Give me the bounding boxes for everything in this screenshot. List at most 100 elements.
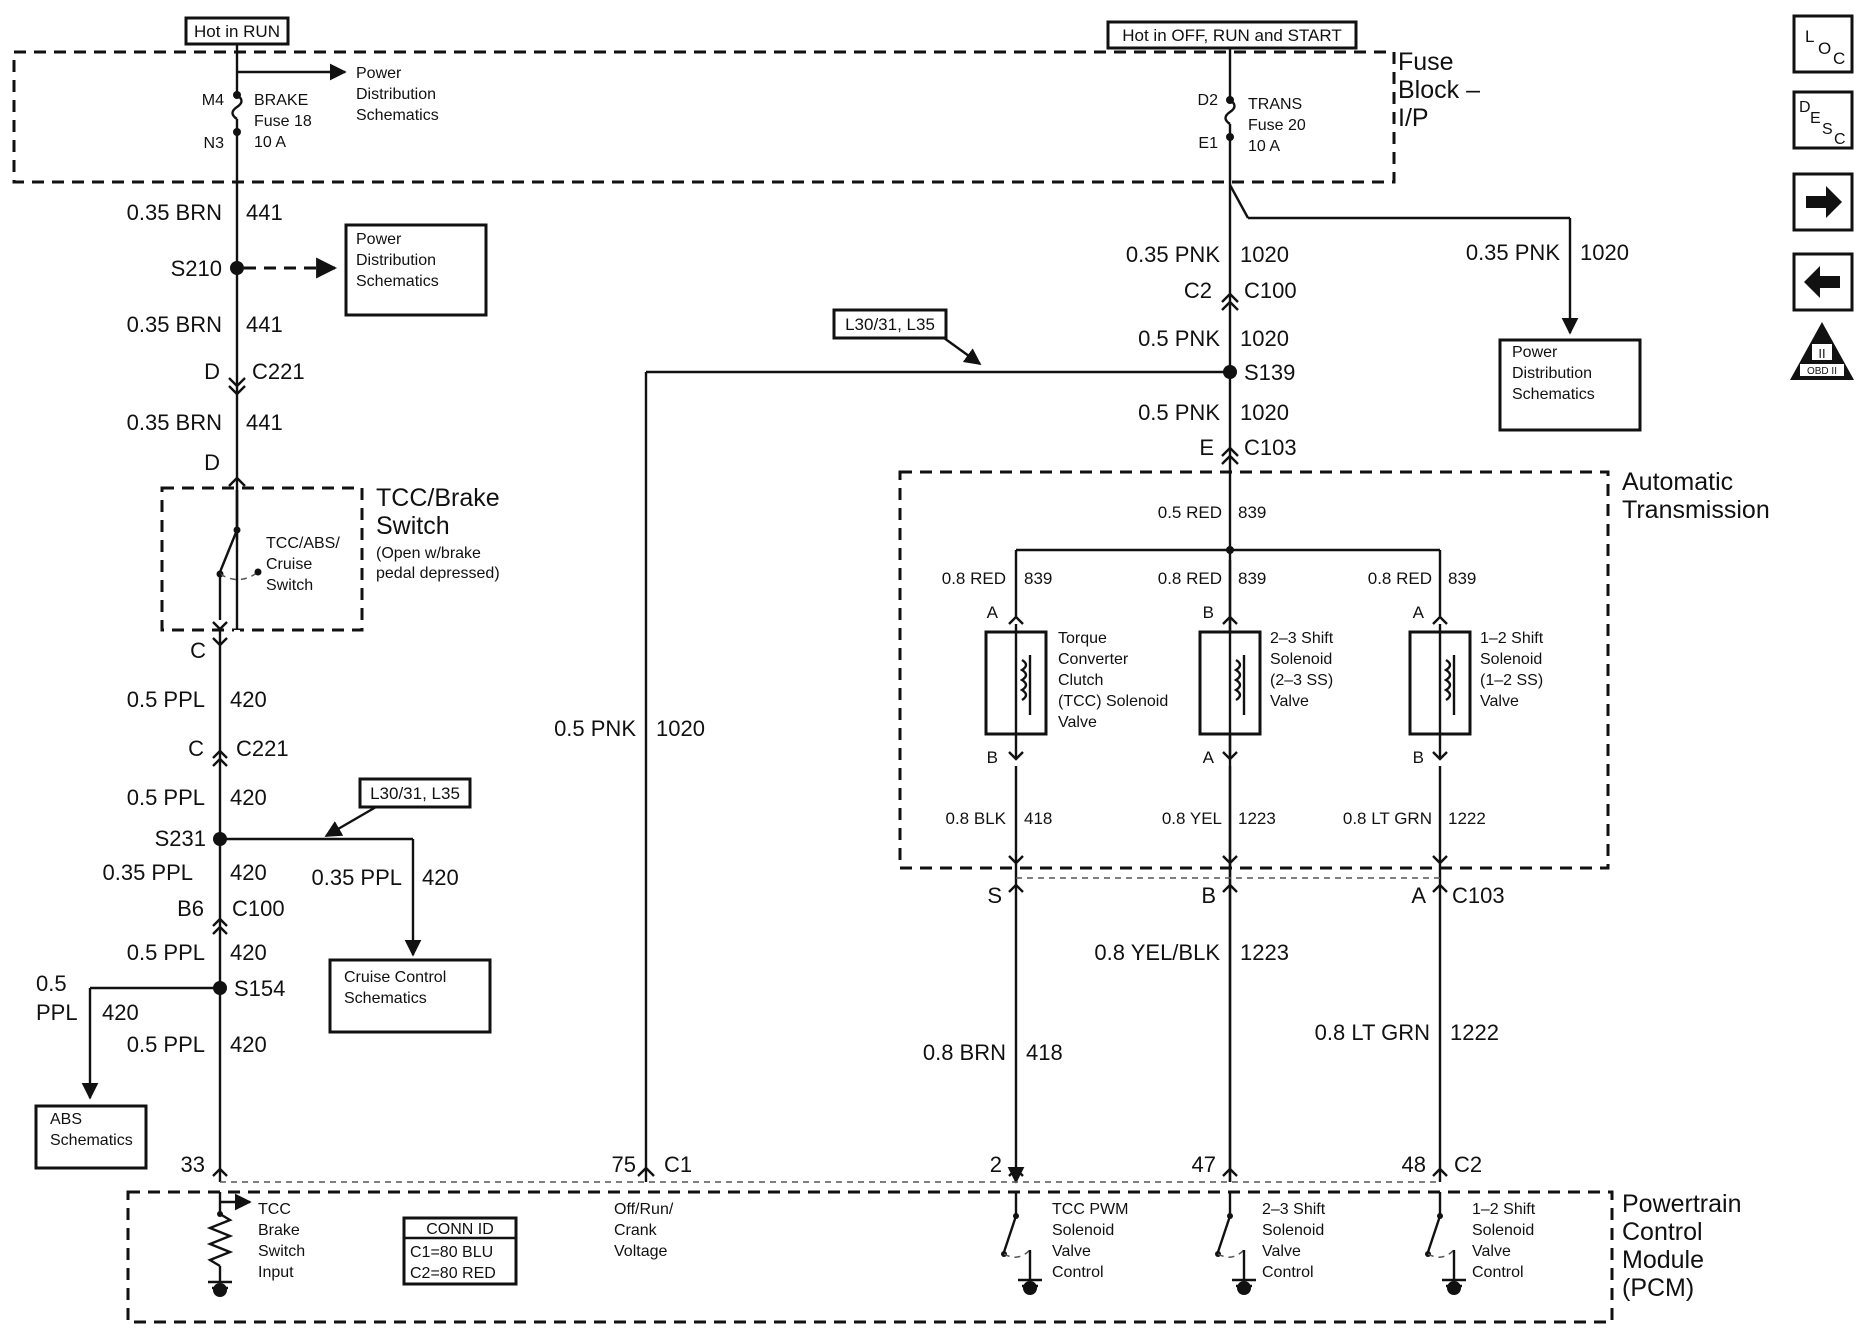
circuit-number: 441 (246, 410, 283, 435)
fuse-block-title-3: I/P (1398, 104, 1429, 132)
splice-label: S154 (234, 976, 285, 1001)
pin-label: A (1203, 748, 1215, 767)
obd-ii-icon[interactable]: II OBD II (1790, 322, 1854, 380)
trans-fuse-amps: 10 A (1248, 138, 1280, 155)
pcm-output-text: Valve (1052, 1243, 1091, 1260)
pcm-output-text: Control (1052, 1264, 1104, 1281)
solenoid-text: Solenoid (1480, 651, 1542, 668)
circuit-number: 1020 (656, 716, 705, 741)
pin-label: E (1199, 435, 1214, 460)
ss23-driver (1215, 1192, 1256, 1295)
pcm-output-text: Solenoid (1472, 1222, 1534, 1239)
circuit-number: 420 (102, 1000, 139, 1025)
wire-label: 0.8 LT GRN (1315, 1020, 1430, 1045)
pcm-input-text: Switch (258, 1243, 305, 1260)
switch-inner-label: Switch (266, 577, 313, 594)
pcm-title: (PCM) (1622, 1274, 1694, 1302)
splice-label: S210 (171, 256, 222, 281)
wire-label: 0.8 RED (1368, 569, 1432, 588)
fuse-block-title-1: Fuse (1398, 48, 1454, 76)
circuit-number: 839 (1238, 503, 1266, 522)
hot-in-all-box (1106, 20, 1358, 50)
circuit-number: 420 (230, 785, 267, 810)
desc-icon[interactable]: D E S C (1792, 90, 1854, 150)
connector-label: C1 (664, 1152, 692, 1177)
connector-label: C103 (1244, 435, 1297, 460)
switch-note: (Open w/brake (376, 545, 481, 562)
switch-note: pedal depressed) (376, 565, 500, 582)
wire-label: 0.8 BRN (923, 1040, 1006, 1065)
pin-label: A (1413, 603, 1425, 622)
abs-schematics-box[interactable] (34, 1104, 148, 1170)
brake-fuse-icon (231, 94, 243, 120)
wire-label: 0.35 PPL (311, 865, 402, 890)
wire-label: 0.8 LT GRN (1343, 809, 1432, 828)
switch-title: TCC/Brake (376, 484, 500, 512)
automatic-transmission-outline (898, 470, 1610, 870)
pcm-input-text: Input (258, 1264, 294, 1281)
connector-c103-top (1221, 446, 1239, 465)
pin-label: C2 (1184, 278, 1212, 303)
circuit-number: 1020 (1240, 242, 1289, 267)
fuse-block-outline (12, 50, 1396, 184)
circuit-number: 441 (246, 312, 283, 337)
pds-box-2[interactable] (1498, 338, 1642, 432)
switch-blade (218, 529, 239, 573)
brake-pin-bot: N3 (204, 135, 225, 152)
tcc-pwm-driver (1001, 1192, 1042, 1295)
obd-numeral: II (1818, 346, 1825, 361)
wire-label: 0.8 RED (942, 569, 1006, 588)
switch-title: Switch (376, 512, 450, 540)
loc-letter-o: O (1818, 39, 1831, 58)
pin-label: B6 (177, 896, 204, 921)
connector-label: C100 (1244, 278, 1297, 303)
circuit-number: 1223 (1238, 809, 1276, 828)
connector-label: C2 (1454, 1152, 1482, 1177)
pcm-title: Powertrain (1622, 1190, 1742, 1218)
trans-pin-top: D2 (1198, 92, 1219, 109)
pcm-output-text: Solenoid (1052, 1222, 1114, 1239)
connector-label: C221 (252, 359, 305, 384)
prev-arrow-icon[interactable] (1792, 252, 1854, 312)
pcm-output-text: Solenoid (1262, 1222, 1324, 1239)
connector-label: C103 (1452, 883, 1505, 908)
wire-label: 0.35 PNK (1466, 240, 1560, 265)
splice-s139 (1223, 365, 1237, 379)
pcm-output-text: TCC PWM (1052, 1201, 1128, 1218)
circuit-number: 1020 (1240, 326, 1289, 351)
pcm-pin: 75 (612, 1152, 636, 1177)
conn-id-box (402, 1216, 518, 1286)
pcm-output-text: 1–2 Shift (1472, 1201, 1536, 1218)
next-arrow-icon[interactable] (1792, 172, 1854, 232)
pcm-output-text: Valve (1472, 1243, 1511, 1260)
auto-trans-title: Automatic (1622, 468, 1733, 496)
wire-label: PPL (36, 1000, 78, 1025)
wire-label: 0.5 PNK (554, 716, 636, 741)
pds-box-1[interactable] (344, 223, 488, 317)
loc-icon[interactable]: L O C (1792, 14, 1854, 74)
option-tag: L30/31, L35 (370, 784, 460, 803)
circuit-number: 839 (1448, 569, 1476, 588)
pcm-output-text: Control (1472, 1264, 1524, 1281)
solenoid-text: 1–2 Shift (1480, 630, 1544, 647)
circuit-number: 418 (1026, 1040, 1063, 1065)
cruise-schematics-box[interactable] (328, 958, 492, 1034)
pin-label: A (1411, 883, 1426, 908)
connector-c221-bottom (212, 749, 228, 767)
brake-pin-top: M4 (202, 92, 224, 109)
pcm-title: Module (1622, 1246, 1704, 1274)
circuit-number: 420 (230, 1032, 267, 1057)
auto-trans-title: Transmission (1622, 496, 1770, 524)
conn-id-c2: C2=80 RED (410, 1265, 496, 1282)
cruise-text: Schematics (344, 990, 427, 1007)
hot-in-all-label: Hot in OFF, RUN and START (1122, 26, 1341, 45)
hot-in-run-label: Hot in RUN (194, 22, 280, 41)
circuit-number: 418 (1024, 809, 1052, 828)
wire-label: 0.5 PNK (1138, 400, 1220, 425)
switch-inner-label: TCC/ABS/ (266, 535, 340, 552)
wire-label: 0.8 YEL (1162, 809, 1222, 828)
trans-fuse-icon (1224, 99, 1236, 125)
wire-label: 0.8 RED (1158, 569, 1222, 588)
pds-box-text: Schematics (1512, 386, 1595, 403)
pin-label: B (1203, 603, 1214, 622)
